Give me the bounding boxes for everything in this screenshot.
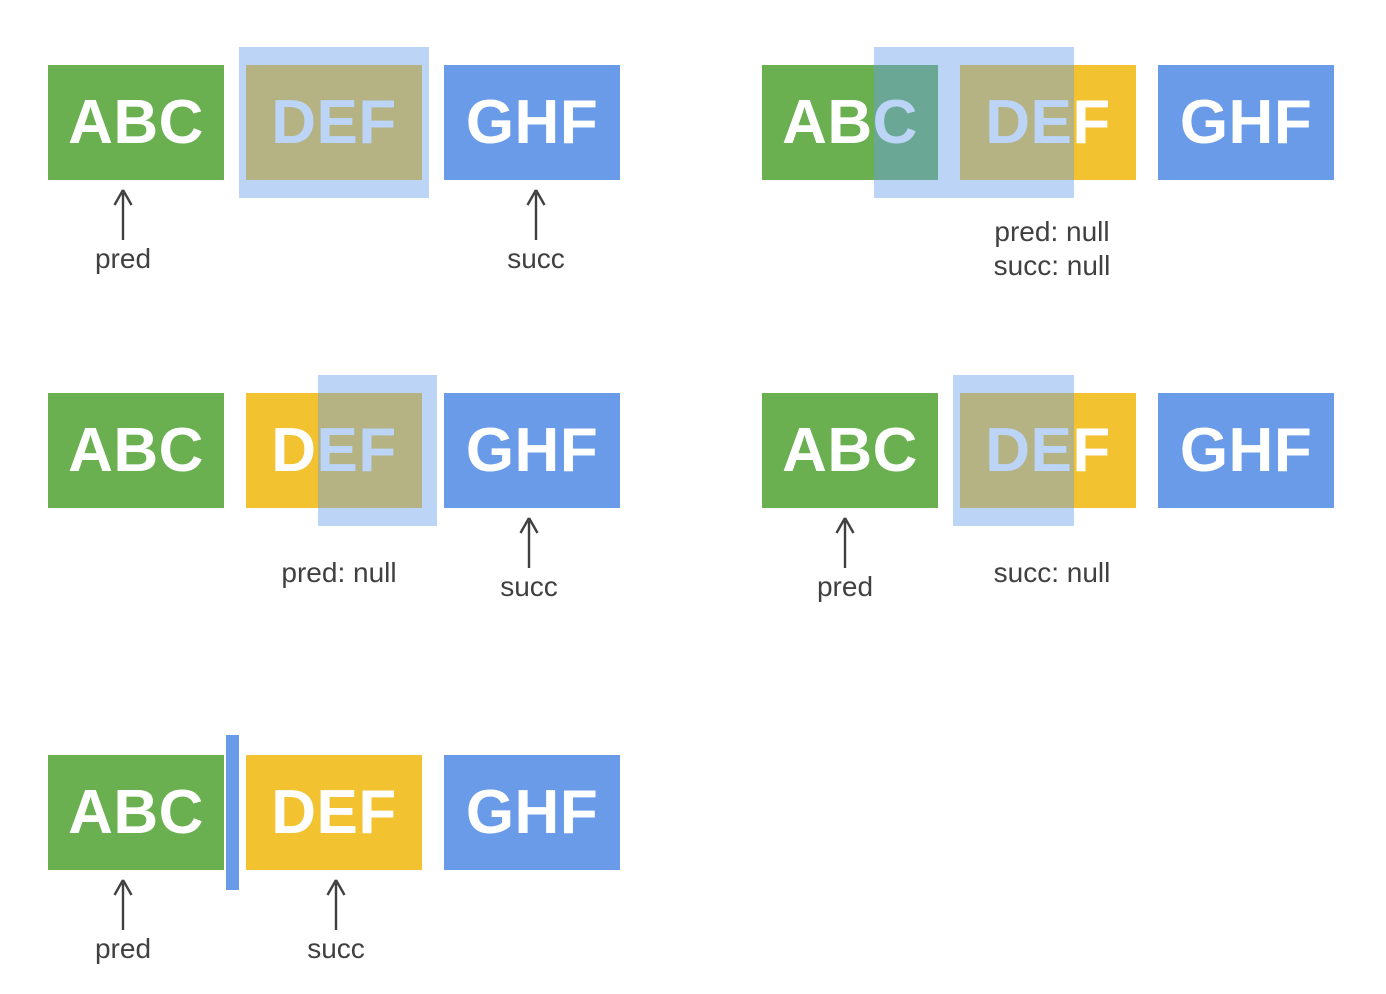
token-box-def[interactable]: DEF bbox=[246, 755, 422, 870]
selection-highlight[interactable] bbox=[953, 375, 1074, 526]
text-caret[interactable] bbox=[226, 735, 239, 890]
selection-covers-whole-middle-token: ABC DEF GHF pred succ bbox=[48, 47, 648, 385]
collapsed-caret-between-tokens: ABC DEF GHF pred succ bbox=[48, 735, 648, 994]
token-box-ghf[interactable]: GHF bbox=[444, 755, 620, 870]
token-label: ABC bbox=[68, 87, 204, 157]
token-label: GHF bbox=[465, 87, 599, 157]
selection-highlight[interactable] bbox=[239, 47, 429, 198]
selection-ends-mid-token: ABC DEF GHF pred succ: null bbox=[762, 375, 1362, 713]
token-label: DEF bbox=[271, 87, 397, 157]
annotation-caption-line: succ: null bbox=[993, 557, 1111, 588]
token-label: GHF bbox=[465, 415, 599, 485]
token-box-ghf[interactable]: GHF bbox=[1158, 393, 1334, 508]
token-label: ABC bbox=[68, 777, 204, 847]
token-box-def[interactable]: DEF bbox=[246, 393, 422, 508]
token-label: GHF bbox=[1179, 415, 1313, 485]
token-label: DEF bbox=[985, 87, 1111, 157]
succ-arrow: succ bbox=[436, 188, 636, 276]
arrow-up-icon bbox=[326, 879, 346, 930]
selection-starts-mid-token: ABC DEF GHF pred: null succ bbox=[48, 375, 648, 713]
annotation-caption: succ bbox=[307, 933, 365, 964]
selection-highlight[interactable] bbox=[318, 375, 437, 526]
token-box-abc[interactable]: ABC bbox=[48, 65, 224, 180]
annotation-caption-line: succ: null bbox=[993, 250, 1111, 282]
token-label: ABC bbox=[782, 415, 918, 485]
token-label: GHF bbox=[1179, 87, 1313, 157]
arrow-up-icon bbox=[835, 517, 855, 568]
token-box-def[interactable]: DEF bbox=[246, 65, 422, 180]
token-label: DEF bbox=[985, 415, 1111, 485]
token-box-def[interactable]: DEF bbox=[960, 65, 1136, 180]
succ-arrow: succ bbox=[236, 878, 436, 966]
arrow-up-icon bbox=[113, 189, 133, 240]
annotation-caption: pred bbox=[816, 571, 874, 602]
annotation-caption-line: pred: null bbox=[281, 557, 397, 588]
token-label: DEF bbox=[271, 415, 397, 485]
token-label: GHF bbox=[465, 777, 599, 847]
token-box-abc[interactable]: ABC bbox=[48, 393, 224, 508]
arrow-up-icon bbox=[526, 189, 546, 240]
token-label: ABC bbox=[68, 415, 204, 485]
token-box-abc[interactable]: ABC bbox=[762, 393, 938, 508]
token-box-ghf[interactable]: GHF bbox=[444, 393, 620, 508]
annotation-caption: pred bbox=[94, 243, 152, 274]
selection-highlight[interactable] bbox=[874, 47, 1074, 198]
annotation-caption: succ bbox=[507, 243, 565, 274]
succ-arrow: succ bbox=[429, 516, 629, 604]
annotation-caption: pred bbox=[94, 933, 152, 964]
token-box-ghf[interactable]: GHF bbox=[444, 65, 620, 180]
token-box-ghf[interactable]: GHF bbox=[1158, 65, 1334, 180]
token-label: ABC bbox=[782, 87, 918, 157]
succ-null-caption: succ: null bbox=[902, 556, 1202, 590]
token-box-def[interactable]: DEF bbox=[960, 393, 1136, 508]
token-box-abc[interactable]: ABC bbox=[762, 65, 938, 180]
pred-arrow: pred bbox=[23, 188, 223, 276]
annotation-caption-line: pred: null bbox=[994, 216, 1110, 247]
pred-arrow: pred bbox=[745, 516, 945, 604]
pred-arrow: pred bbox=[23, 878, 223, 966]
arrow-up-icon bbox=[113, 879, 133, 930]
token-label: DEF bbox=[271, 777, 397, 847]
annotation-caption: succ bbox=[500, 571, 558, 602]
token-box-abc[interactable]: ABC bbox=[48, 755, 224, 870]
pred-null-caption: pred: null bbox=[189, 556, 489, 590]
arrow-up-icon bbox=[519, 517, 539, 568]
